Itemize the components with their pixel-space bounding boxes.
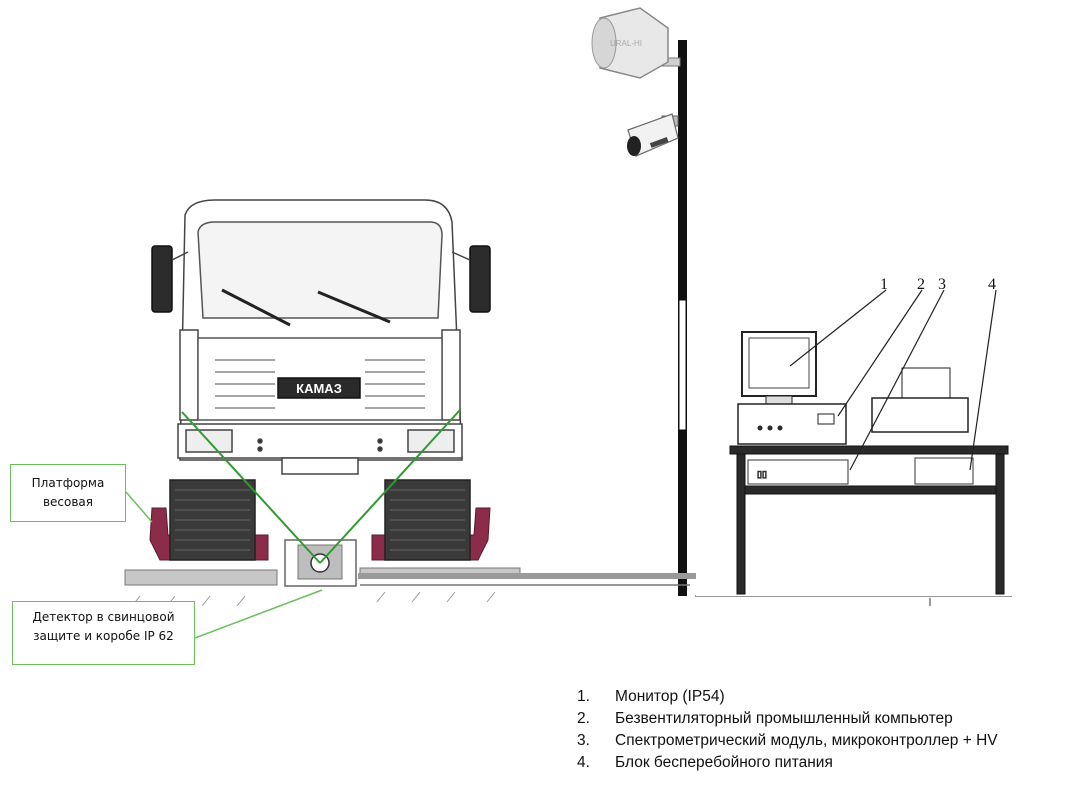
detection-beam [181, 409, 461, 564]
legend-item: 1.Монитор (IP54) [577, 688, 725, 705]
label-4: 4 [988, 276, 996, 293]
legend-item: 2.Безвентиляторный промышленный компьюте… [577, 710, 953, 727]
legend-item: 3.Спектрометрический модуль, микроконтро… [577, 732, 998, 749]
computer-unit-icon [737, 403, 847, 445]
callout-detector-line1: Детектор в свинцовой [32, 610, 175, 624]
monitor-icon [741, 331, 817, 405]
workstation-desk: ▯▯ [696, 210, 1018, 596]
legend-list: 1.Монитор (IP54) 2.Безвентиляторный пром… [577, 686, 998, 774]
number-pointers [789, 289, 997, 471]
camera-pole [678, 40, 687, 596]
label-2: 2 [917, 276, 925, 293]
svg-text:▯▯: ▯▯ [757, 469, 767, 479]
callout-platform-line2: весовая [42, 495, 94, 509]
loudspeaker-icon: URAL-HI [591, 7, 681, 79]
truck-logo: КАМАЗ [296, 381, 342, 396]
label-3: 3 [938, 276, 946, 293]
surveillance-camera-icon [627, 113, 679, 157]
label-1: 1 [880, 276, 888, 293]
radiation-detector [284, 539, 357, 587]
callout-detector: Детектор в свинцовой защите и коробе IP … [12, 601, 195, 665]
callout-weighing-platform: Платформа весовая [10, 464, 126, 522]
callout-platform-line1: Платформа [31, 476, 105, 490]
truck [151, 199, 491, 561]
callout-leaders [125, 491, 323, 639]
svg-text:URAL-HI: URAL-HI [610, 39, 642, 48]
printer-icon [871, 367, 969, 433]
callout-detector-line2: защите и коробе IP 62 [33, 629, 174, 643]
legend-item: 4.Блок бесперебойного питания [577, 754, 833, 771]
